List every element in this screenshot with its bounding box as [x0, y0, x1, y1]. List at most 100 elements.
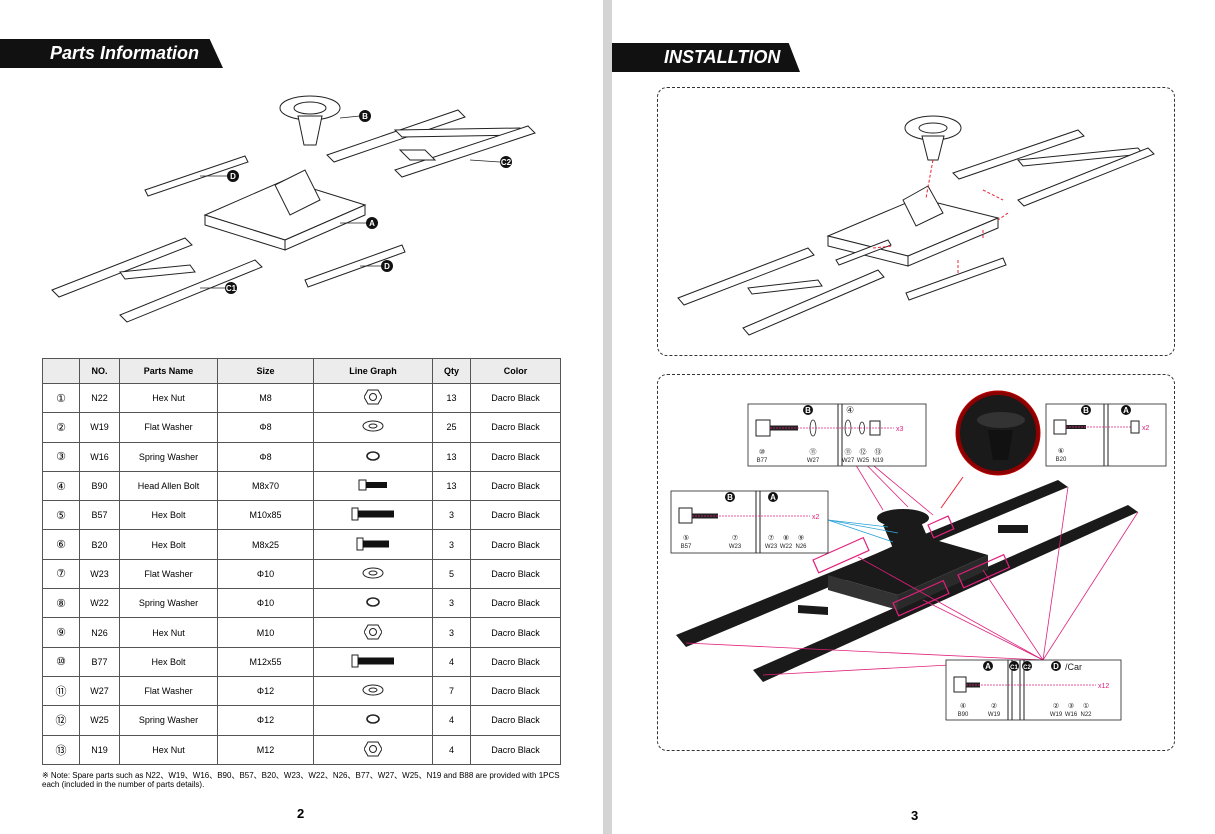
- badge-c2: [500, 156, 512, 168]
- cell-parts-name: Flat Washer: [119, 412, 218, 443]
- cell-qty: 25: [432, 412, 471, 443]
- cell-color: Dacro Black: [470, 705, 561, 736]
- hex-bolt-long-icon: [351, 654, 395, 670]
- spring-washer-icon: [366, 597, 380, 609]
- cell-qty: 3: [432, 617, 471, 648]
- callout-b77-top-1: ④: [846, 405, 854, 415]
- callout-b57-code-3: W22: [780, 544, 793, 550]
- cell-size: M8x25: [217, 529, 314, 560]
- callout-b77-num-1: ⑪: [810, 448, 817, 456]
- badge-c1-label: C1: [226, 284, 237, 293]
- callout-b77-code-2: W27: [842, 458, 855, 464]
- cell-parts-name: Hex Bolt: [119, 500, 218, 531]
- cell-index: ⑦: [42, 558, 80, 590]
- cell-size: Φ12: [217, 675, 314, 707]
- cell-no: B90: [79, 470, 120, 502]
- cell-qty: 3: [432, 529, 471, 560]
- cell-line-graph: [313, 734, 433, 765]
- cell-line-graph: [313, 529, 433, 560]
- parts-information-title: Parts Information: [0, 39, 223, 68]
- allen-bolt-icon: [358, 479, 388, 493]
- callout-b57-num-0: ⑤: [683, 534, 689, 542]
- cell-color: Dacro Black: [470, 617, 561, 648]
- cell-line-graph: [313, 382, 433, 414]
- hex-bolt-short-icon: [356, 537, 390, 553]
- cell-color: Dacro Black: [470, 675, 561, 707]
- cell-color: Dacro Black: [470, 412, 561, 443]
- header-color: Color: [470, 358, 561, 384]
- assembly-diagram-box: [657, 87, 1175, 356]
- badge-d-top: [227, 170, 239, 182]
- callout-b57-num-4: ⑨: [798, 534, 804, 542]
- cell-line-graph: [313, 441, 433, 472]
- callout-b57-qty: x2: [812, 514, 820, 521]
- cell-parts-name: Hex Nut: [119, 382, 218, 414]
- cell-qty: 3: [432, 500, 471, 531]
- cell-no: W22: [79, 588, 120, 619]
- callout-b90-code-1: W19: [988, 712, 1001, 718]
- badge-a-label: A: [369, 219, 375, 228]
- assembly-exploded-diagram: [677, 115, 1155, 336]
- cell-line-graph: [313, 558, 433, 590]
- badge-d-bottom: [381, 260, 393, 272]
- cell-color: Dacro Black: [470, 441, 561, 472]
- installation-detail-diagram: B ④ x3 ⑩ ⑪ ⑪ ⑫ ⑬ B77 W27 W27 W25 N19: [670, 390, 1167, 721]
- cell-no: N19: [79, 734, 120, 765]
- cell-parts-name: Hex Nut: [119, 617, 218, 648]
- parts-exploded-diagram: B C2 D A D C1: [51, 95, 536, 323]
- cell-color: Dacro Black: [470, 382, 561, 414]
- callout-b57-top-0: B: [727, 493, 733, 502]
- parts-table-header: NO. Parts Name Size Line Graph Qty Color: [42, 358, 561, 384]
- cell-index: ⑨: [42, 617, 80, 648]
- cell-no: W16: [79, 441, 120, 472]
- cell-line-graph: [313, 705, 433, 736]
- rail-right: [753, 505, 1138, 682]
- flat-washer-icon: [362, 420, 384, 434]
- callout-b77-num-4: ⑬: [875, 448, 882, 456]
- cell-size: Φ12: [217, 705, 314, 736]
- callout-b57: B A x2 ⑤ ⑦ ⑦ ⑧ ⑨ B57 W23 W23 W22 N26: [670, 490, 829, 554]
- cell-size: Φ8: [217, 441, 314, 472]
- page-number-right: 3: [911, 808, 919, 823]
- cell-line-graph: [313, 588, 433, 619]
- cell-color: Dacro Black: [470, 588, 561, 619]
- callout-b77-num-3: ⑫: [860, 448, 867, 456]
- cell-qty: 13: [432, 441, 471, 472]
- callout-b20-top-0: B: [1083, 406, 1089, 415]
- flat-washer-icon: [362, 684, 384, 698]
- callout-b57-num-3: ⑧: [783, 534, 789, 542]
- header-line-graph: Line Graph: [313, 358, 433, 384]
- callout-b57-code-2: W23: [765, 544, 778, 550]
- callout-b77-code-0: B77: [757, 458, 768, 464]
- header-qty: Qty: [432, 358, 471, 384]
- callout-b90-num-3: ③: [1068, 702, 1074, 710]
- cell-line-graph: [313, 646, 433, 677]
- cell-color: Dacro Black: [470, 734, 561, 765]
- badge-a: [366, 217, 378, 229]
- spring-washer-icon: [366, 450, 380, 463]
- badge-c1: [225, 282, 237, 294]
- cell-size: M8x70: [217, 470, 314, 502]
- cell-qty: 4: [432, 646, 471, 677]
- cell-size: Φ10: [217, 588, 314, 619]
- badge-b-label: B: [362, 112, 368, 121]
- cell-index: ②: [42, 412, 80, 443]
- cell-parts-name: Hex Nut: [119, 734, 218, 765]
- cell-index: ④: [42, 470, 80, 502]
- cell-parts-name: Flat Washer: [119, 558, 218, 590]
- cell-size: M8: [217, 382, 314, 414]
- callout-b77-qty: x3: [896, 426, 904, 433]
- callout-b57-num-2: ⑦: [768, 534, 774, 542]
- callout-b90-num-0: ④: [960, 702, 966, 710]
- cell-index: ⑫: [42, 705, 80, 736]
- cell-size: M10x85: [217, 500, 314, 531]
- cell-qty: 3: [432, 588, 471, 619]
- callout-b90-code-4: N22: [1080, 712, 1092, 718]
- cell-color: Dacro Black: [470, 470, 561, 502]
- cell-parts-name: Hex Bolt: [119, 646, 218, 677]
- cell-index: ①: [42, 382, 80, 414]
